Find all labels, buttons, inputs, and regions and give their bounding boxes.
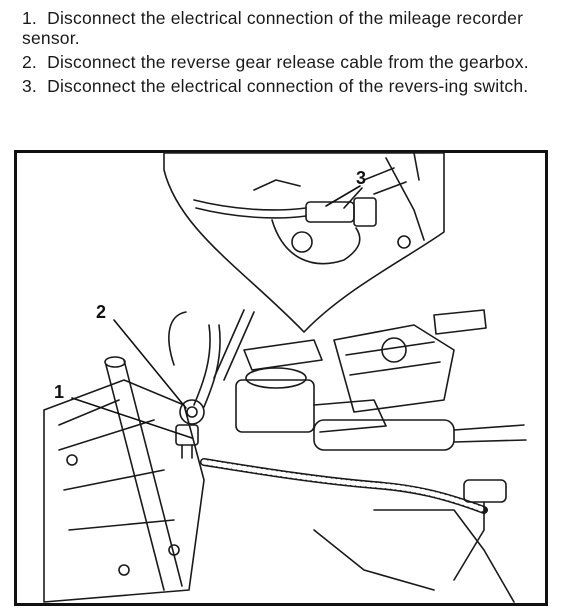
step-2: 2. Disconnect the reverse gear release c… xyxy=(22,52,552,72)
actuator-cap xyxy=(245,367,307,389)
right-sensor-lead xyxy=(453,501,485,581)
gearbox-illustration: 1 2 3 xyxy=(14,150,548,606)
inset-detail-lines xyxy=(253,152,420,191)
lower-lines xyxy=(313,529,435,591)
callout-3: 3 xyxy=(356,168,366,188)
cable-fitting-center xyxy=(186,406,198,418)
inset-cable-2 xyxy=(195,207,307,219)
upper-right-fitting xyxy=(433,309,487,335)
gearbox-drawing: 1 2 3 xyxy=(14,150,548,606)
callout-2-leader xyxy=(113,319,187,409)
step-1: 1. Disconnect the electrical connection … xyxy=(22,8,552,48)
inset-edges xyxy=(363,157,425,241)
step-3-number: 3. xyxy=(22,76,37,96)
casing-ribs xyxy=(58,399,175,531)
callout-1-leader xyxy=(71,397,193,439)
mileage-sensor xyxy=(175,424,199,446)
step-1-text: Disconnect the electrical connection of … xyxy=(22,8,524,48)
step-3: 3. Disconnect the electrical connection … xyxy=(22,76,552,96)
callout-2: 2 xyxy=(96,302,106,322)
bellows-boot xyxy=(243,339,323,371)
reversing-switch-body xyxy=(353,197,377,227)
upper-block xyxy=(333,324,455,413)
actuator-link xyxy=(313,399,387,433)
step-1-number: 1. xyxy=(22,8,37,28)
pipe-2 xyxy=(213,309,255,381)
callout-3-leader xyxy=(325,185,363,209)
hydraulic-rod xyxy=(453,424,527,443)
cable-fitting xyxy=(179,399,205,425)
mileage-sensor-leads xyxy=(181,444,193,459)
casing-bolt-1 xyxy=(66,454,78,466)
lower-right-lines xyxy=(373,509,515,603)
upper-block-boss xyxy=(381,337,407,363)
inset-cable xyxy=(193,199,307,211)
actuator-housing xyxy=(235,379,315,433)
drive-shaft xyxy=(105,359,183,591)
inset-housing xyxy=(271,219,361,265)
step-3-text: Disconnect the electrical connection of … xyxy=(47,76,529,96)
hydraulic-cylinder xyxy=(313,419,455,451)
wiring-loom-ribs xyxy=(201,459,487,513)
upper-block-edges xyxy=(345,341,441,376)
callout-1: 1 xyxy=(54,382,64,402)
step-2-number: 2. xyxy=(22,52,37,72)
inset-bolt-2 xyxy=(397,235,411,249)
shaft-end xyxy=(104,356,126,368)
right-sensor xyxy=(463,479,507,503)
pipe-1 xyxy=(168,311,187,366)
instructions-text: 1. Disconnect the electrical connection … xyxy=(22,8,552,100)
casing-bolt-2 xyxy=(118,564,130,576)
inset-bolt xyxy=(291,231,313,253)
step-2-text: Disconnect the reverse gear release cabl… xyxy=(47,52,529,72)
gearbox-casing xyxy=(43,379,205,603)
